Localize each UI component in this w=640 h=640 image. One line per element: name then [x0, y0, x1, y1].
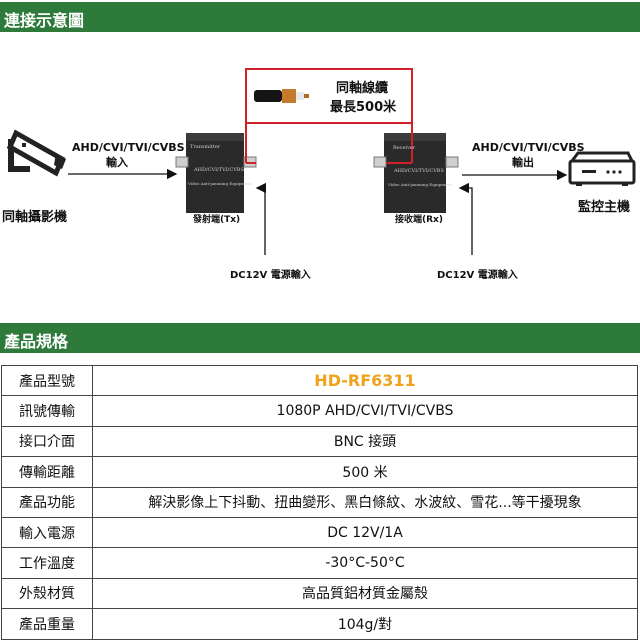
section-header-connection: 連接示意圖 — [0, 2, 640, 32]
spec-value: DC 12V/1A — [92, 516, 638, 549]
tx-label: 發射端(Tx) — [193, 215, 241, 225]
output-signal-text: AHD/CVI/TVI/CVBS — [472, 141, 585, 154]
spec-value-model: HD-RF6311 — [92, 364, 638, 397]
spec-key: 產品重量 — [1, 608, 93, 640]
spec-key: 產品功能 — [1, 486, 93, 518]
table-row: 外殼材質高品質鋁材質金屬殼 — [1, 577, 638, 610]
spec-key: 接口介面 — [1, 425, 93, 458]
spec-value: 解決影像上下抖動、扭曲變形、黑白條紋、水波紋、雪花...等干擾現象 — [92, 486, 638, 518]
table-row: 工作溫度-30°C-50°C — [1, 547, 638, 579]
connection-diagram — [6, 68, 636, 255]
spec-key: 傳輸距離 — [1, 456, 93, 488]
input-signal-subtext: 輸入 — [106, 156, 128, 169]
cctv-camera-icon — [6, 129, 66, 177]
spec-key: 工作溫度 — [1, 547, 93, 579]
dvr-label: 監控主機 — [578, 200, 631, 215]
rx-face-text-3: Video Anti-jamming Equipment — [388, 182, 452, 187]
rx-power-arrow — [458, 182, 473, 255]
table-row: 產品功能解決影像上下抖動、扭曲變形、黑白條紋、水波紋、雪花...等干擾現象 — [1, 486, 638, 518]
cable-text-line1: 同軸線纜 — [336, 81, 389, 96]
spec-key: 外殼材質 — [1, 577, 93, 610]
spec-value: BNC 接頭 — [92, 425, 638, 458]
tx-face-text-2: AHD/CVI/TVI/CVBS — [194, 167, 244, 173]
section-title: 連接示意圖 — [4, 11, 85, 30]
cable-text: 同軸線纜 最長500米 — [330, 77, 396, 115]
rx-label: 接收端(Rx) — [395, 215, 443, 225]
output-signal-subtext: 輸出 — [512, 156, 534, 169]
spec-value: 高品質鋁材質金屬殼 — [92, 577, 638, 610]
spec-value: -30°C-50°C — [92, 547, 638, 579]
rx-face-text-1: Receiver — [393, 145, 416, 151]
output-signal-label: AHD/CVI/TVI/CVBS 輸出 — [472, 141, 585, 170]
receiver-device — [373, 133, 459, 213]
cable-callout — [245, 68, 413, 164]
input-signal-label: AHD/CVI/TVI/CVBS 輸入 — [72, 141, 185, 170]
dvr-icon — [568, 151, 636, 186]
input-signal-text: AHD/CVI/TVI/CVBS — [72, 141, 185, 154]
tx-power-label: DC12V 電源輸入 — [230, 270, 311, 281]
cable-text-line2: 最長500米 — [330, 100, 397, 115]
spec-key: 產品型號 — [1, 364, 93, 397]
spec-value: 1080P AHD/CVI/TVI/CVBS — [92, 395, 638, 427]
tx-face-text-3: Video Anti-jamming Equipment — [188, 181, 252, 186]
tx-face-text-1: Transmitter — [190, 144, 221, 150]
spec-value: 500 米 — [92, 456, 638, 488]
spec-key: 訊號傳輸 — [1, 395, 93, 427]
rx-power-label: DC12V 電源輸入 — [437, 270, 518, 281]
coax-cable-icon — [254, 89, 309, 103]
spec-key: 輸入電源 — [1, 516, 93, 549]
tx-power-arrow — [255, 182, 267, 255]
section-header-specs: 產品規格 — [0, 323, 640, 353]
camera-label: 同軸攝影機 — [2, 210, 68, 225]
rx-face-text-2: AHD/CVI/TVI/CVBS — [394, 168, 444, 174]
section-title: 產品規格 — [4, 332, 69, 351]
spec-value: 104g/對 — [92, 608, 638, 640]
